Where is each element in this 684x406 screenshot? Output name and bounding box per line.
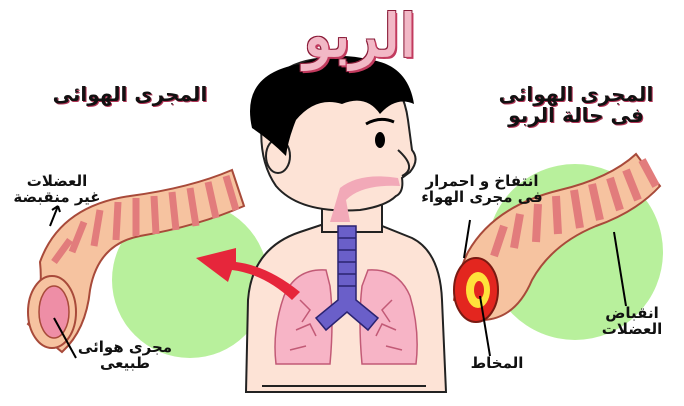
label-normal-passage: مجرى هوائى طبيعى [70, 340, 180, 372]
label-normal-passage-line2: طبيعى [70, 356, 180, 372]
label-contracted-muscles-line2: العضلات [584, 322, 680, 338]
asthma-tube-lumen [474, 281, 484, 299]
label-swelling-line2: فى مجرى الهواء [412, 190, 552, 206]
label-swelling: انتفاخ و احمرار فى مجرى الهواء [412, 174, 552, 206]
label-asthma-airway-line1: المجرى الهوائى [486, 84, 666, 105]
label-relaxed-muscles-line2: غير منقبضة [2, 190, 112, 206]
boy [246, 56, 446, 392]
label-asthma-airway-line2: فى حالة الربو [486, 105, 666, 126]
label-normal-airway: المجرى الهوائى [40, 84, 220, 105]
label-relaxed-muscles: العضلات غير منقبضة [2, 174, 112, 206]
diagram-title: الربو [270, 2, 450, 82]
normal-tube-lumen [39, 286, 69, 338]
label-mucus: المخاط [452, 356, 542, 372]
label-asthma-airway: المجرى الهوائى فى حالة الربو [486, 84, 666, 126]
boy-eye [375, 132, 385, 148]
pointer-relaxed-muscles [50, 206, 60, 226]
label-contracted-muscles: انقباض العضلات [584, 306, 680, 338]
